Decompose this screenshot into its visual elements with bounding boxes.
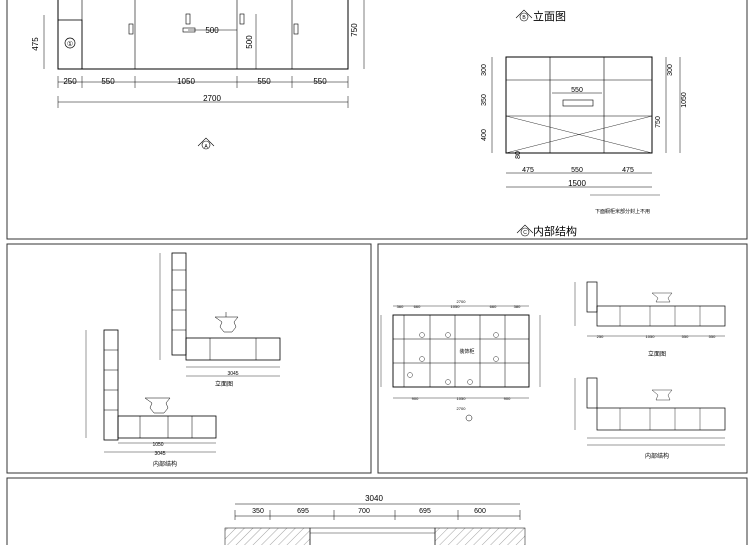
- dim-bottom-3: 550: [257, 77, 271, 86]
- mr-top-2: 1050: [451, 304, 461, 309]
- dim-bottom-2: 1050: [177, 77, 195, 86]
- mr-top-3: 660: [490, 304, 497, 309]
- panel-bottom-frame: [6, 477, 748, 549]
- mr-top-0: 360: [397, 304, 404, 309]
- mr-title-interior: 内部结构: [645, 452, 669, 460]
- dim-bottom-1: 550: [101, 77, 115, 86]
- mr-title-elevation: 立面图: [648, 350, 666, 358]
- dim-b-0: 475: [522, 167, 534, 174]
- title-interior: 内部结构: [533, 224, 577, 238]
- mid-left-drawings: 3045 立面图 1050 3045 内部结构: [85, 252, 281, 468]
- section-marker-a: A: [204, 144, 208, 150]
- center-label: 装饰柜: [459, 348, 474, 355]
- marker-b: B: [522, 15, 526, 21]
- bottom-dim-3: 695: [419, 508, 431, 515]
- bottom-dim-2: 700: [358, 508, 370, 515]
- mr-bottom-1: 1050: [457, 396, 467, 401]
- dim-b-2: 475: [622, 167, 634, 174]
- dim-bottom-4: 550: [313, 77, 327, 86]
- top-right-elevation: 立面图 B 550 300 350 400 80 300 750 1050 47…: [481, 9, 688, 238]
- dim-inner-550: 550: [571, 87, 583, 94]
- bottom-dim-4: 600: [474, 508, 486, 515]
- dim-h-right-a: 300: [667, 64, 674, 76]
- panel-top-frame: [6, 0, 748, 240]
- mid-left-total-2: 3045: [154, 451, 165, 457]
- mid-left-total-1: 3045: [227, 371, 238, 377]
- bottom-dim-0: 350: [252, 508, 264, 515]
- dim-h-right-b: 750: [655, 116, 662, 128]
- mr-top-total: 2700: [457, 299, 467, 304]
- mid-left-dim-1050: 1050: [152, 442, 163, 448]
- mr-bottom-total: 2700: [457, 406, 467, 411]
- callout-marker-1: ①: [67, 40, 73, 48]
- dim-total: 2700: [203, 94, 221, 103]
- dim-h-left-1: 350: [481, 94, 488, 106]
- dim-h-left-0: 300: [481, 64, 488, 76]
- mr-bottom-0: 900: [412, 396, 419, 401]
- bottom-total: 3040: [365, 494, 383, 503]
- dim-b-total: 1500: [568, 179, 586, 188]
- dim-b-1: 550: [571, 167, 583, 174]
- mid-left-title-interior: 内部结构: [153, 460, 177, 468]
- marker-c: C: [523, 230, 527, 236]
- mr-small-0: 250: [597, 334, 604, 339]
- mr-top-4: 380: [514, 304, 521, 309]
- panel-mid-right-frame: [377, 243, 748, 474]
- dim-inner-width: 500: [205, 26, 219, 35]
- mid-right-drawings: 装饰柜 360 660 1050 660 380 2700 900 1050 9…: [380, 281, 726, 460]
- top-left-elevation: ① 500 500 475 750 250 550 1050 550 550 2…: [31, 0, 365, 150]
- mr-bottom-2: 900: [504, 396, 511, 401]
- dim-small-80: 80: [515, 151, 522, 159]
- dim-height-left: 475: [31, 37, 40, 51]
- dim-inner-height: 500: [245, 35, 254, 49]
- mid-left-title-elevation: 立面图: [215, 380, 233, 388]
- mr-top-1: 660: [414, 304, 421, 309]
- dim-h-left-2: 400: [481, 129, 488, 141]
- title-elevation: 立面图: [533, 9, 566, 23]
- bottom-plan: 3040 350 695 700 695 600: [224, 494, 526, 549]
- dim-bottom-0: 250: [63, 77, 77, 86]
- mr-small-2: 550: [682, 334, 689, 339]
- panel-mid-left-frame: [6, 243, 372, 474]
- dim-height-right: 750: [350, 23, 359, 37]
- note-text: 下面橱柜米部分封上不用: [595, 208, 650, 215]
- callout-circle: [64, 37, 76, 49]
- bottom-dim-1: 695: [297, 508, 309, 515]
- mr-small-3: 550: [709, 334, 716, 339]
- dim-total-height: 1050: [681, 92, 688, 108]
- mr-small-1: 1050: [646, 334, 656, 339]
